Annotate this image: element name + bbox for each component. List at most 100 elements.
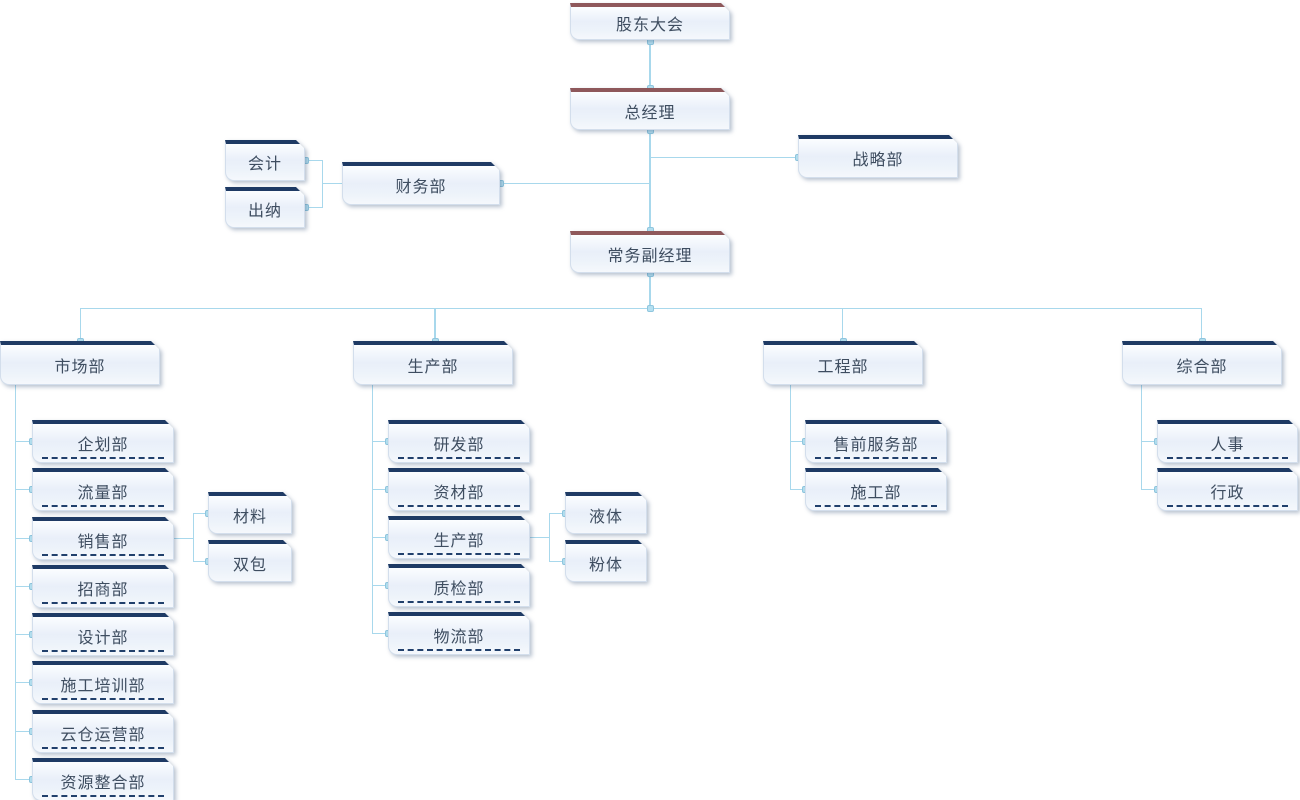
connector-line [193, 561, 208, 562]
org-node-general-manager[interactable]: 总经理 [570, 88, 730, 130]
collapsed-children-dashed-indicator [42, 602, 164, 604]
connector-line [15, 586, 32, 587]
connector-line [322, 183, 342, 184]
org-node-strategy-dept[interactable]: 战略部 [798, 135, 958, 178]
org-node-rd-dept[interactable]: 研发部 [388, 420, 530, 463]
org-node-design-dept[interactable]: 设计部 [32, 613, 174, 656]
org-node-box: 财务部 [342, 162, 500, 205]
connector-line [193, 513, 208, 514]
org-node-box: 液体 [565, 492, 647, 534]
org-node-general-affairs-dept[interactable]: 综合部 [1122, 341, 1282, 385]
org-node-accounting[interactable]: 会计 [225, 140, 305, 181]
org-node-label: 双包 [232, 556, 267, 574]
org-node-label: 流量部 [77, 485, 129, 502]
org-node-deputy-general-manager[interactable]: 常务副经理 [570, 231, 730, 273]
org-node-label: 售前服务部 [833, 437, 919, 454]
org-node-box: 材料 [208, 492, 292, 534]
org-node-label: 材料 [232, 508, 267, 526]
collapsed-children-dashed-indicator [398, 649, 520, 651]
org-node-label: 企划部 [77, 437, 129, 454]
connector-line [305, 160, 322, 161]
collapsed-children-dashed-indicator [1167, 505, 1288, 507]
connector-line [305, 207, 322, 208]
org-node-box: 会计 [225, 140, 305, 181]
org-node-production-dept[interactable]: 生产部 [353, 341, 513, 385]
org-node-hr[interactable]: 人事 [1157, 420, 1298, 463]
org-node-box: 股东大会 [570, 3, 730, 40]
org-node-box: 粉体 [565, 540, 647, 582]
connector-line [649, 273, 651, 308]
org-node-shareholders[interactable]: 股东大会 [570, 3, 730, 40]
connector-line [15, 489, 32, 490]
org-node-finance-dept[interactable]: 财务部 [342, 162, 500, 205]
connector-line [15, 441, 32, 442]
org-node-box: 生产部 [353, 341, 513, 385]
org-node-logistics-dept[interactable]: 物流部 [388, 612, 530, 655]
connector-line [80, 308, 1202, 309]
org-node-investment-dept[interactable]: 招商部 [32, 565, 174, 608]
org-node-label: 云仓运营部 [60, 727, 146, 744]
org-node-box: 质检部 [388, 564, 530, 607]
connector-line [790, 441, 805, 442]
org-node-planning-dept[interactable]: 企划部 [32, 420, 174, 463]
org-node-production-sub-dept[interactable]: 生产部 [388, 516, 530, 559]
org-node-admin[interactable]: 行政 [1157, 468, 1298, 511]
connector-line [15, 731, 32, 732]
org-node-box: 销售部 [32, 517, 174, 560]
org-node-label: 战略部 [852, 152, 904, 169]
collapsed-children-dashed-indicator [815, 505, 937, 507]
connector-line [1141, 489, 1157, 490]
collapsed-children-dashed-indicator [42, 457, 164, 459]
connector-dot [646, 304, 654, 312]
connector-line [15, 538, 32, 539]
connector-line [649, 130, 651, 231]
org-node-resource-integration-dept[interactable]: 资源整合部 [32, 758, 174, 800]
org-node-label: 粉体 [588, 556, 623, 574]
connector-line [15, 779, 32, 780]
org-node-powder[interactable]: 粉体 [565, 540, 647, 582]
org-node-label: 研发部 [433, 437, 485, 454]
connector-line [1201, 308, 1202, 341]
org-node-label: 工程部 [817, 358, 869, 376]
collapsed-children-dashed-indicator [815, 457, 937, 459]
org-node-box: 云仓运营部 [32, 710, 174, 753]
collapsed-children-dashed-indicator [398, 505, 520, 507]
org-node-materials-supply-dept[interactable]: 资材部 [388, 468, 530, 511]
org-node-liquid[interactable]: 液体 [565, 492, 647, 534]
connector-line [15, 385, 16, 779]
org-node-box: 出纳 [225, 187, 305, 228]
org-node-construction-training-dept[interactable]: 施工培训部 [32, 661, 174, 704]
org-node-quality-inspection-dept[interactable]: 质检部 [388, 564, 530, 607]
org-node-cloud-warehouse-dept[interactable]: 云仓运营部 [32, 710, 174, 753]
collapsed-children-dashed-indicator [42, 747, 164, 749]
org-node-cashier[interactable]: 出纳 [225, 187, 305, 228]
org-node-box: 生产部 [388, 516, 530, 559]
connector-line [790, 385, 791, 489]
org-node-label: 行政 [1210, 485, 1245, 502]
org-node-label: 生产部 [407, 358, 459, 376]
org-node-box: 市场部 [0, 341, 160, 385]
collapsed-children-dashed-indicator [1167, 457, 1288, 459]
org-node-box: 资源整合部 [32, 758, 174, 800]
org-node-presales-service-dept[interactable]: 售前服务部 [805, 420, 947, 463]
collapsed-children-dashed-indicator [398, 601, 520, 603]
org-node-material[interactable]: 材料 [208, 492, 292, 534]
org-node-marketing-dept[interactable]: 市场部 [0, 341, 160, 385]
connector-line [372, 633, 388, 634]
org-node-sales-dept[interactable]: 销售部 [32, 517, 174, 560]
org-node-box: 总经理 [570, 88, 730, 130]
org-node-label: 销售部 [77, 534, 129, 551]
org-node-traffic-dept[interactable]: 流量部 [32, 468, 174, 511]
org-node-construction-dept[interactable]: 施工部 [805, 468, 947, 511]
org-node-double-package[interactable]: 双包 [208, 540, 292, 582]
org-node-label: 施工培训部 [60, 678, 146, 695]
connector-line [650, 157, 798, 158]
org-node-box: 资材部 [388, 468, 530, 511]
org-node-box: 流量部 [32, 468, 174, 511]
org-node-label: 人事 [1210, 437, 1245, 454]
connector-line [80, 308, 81, 341]
org-node-engineering-dept[interactable]: 工程部 [763, 341, 923, 385]
connector-line [530, 537, 549, 538]
org-node-box: 企划部 [32, 420, 174, 463]
